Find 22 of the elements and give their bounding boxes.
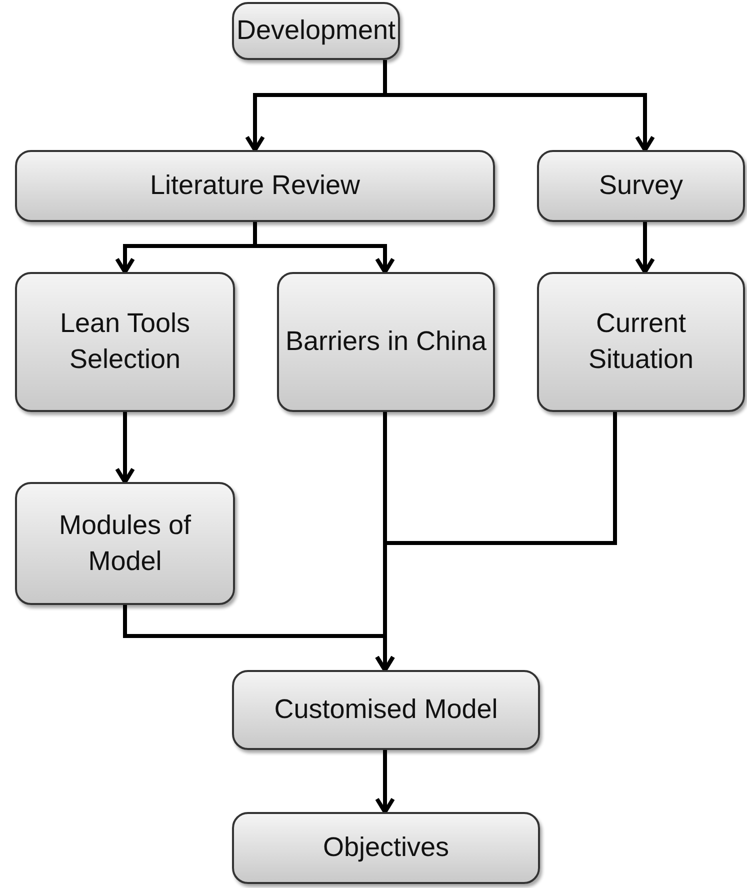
node-label: Objectives [322, 831, 450, 864]
node-label: Modules of Model [58, 508, 192, 578]
arrow [115, 412, 135, 484]
process-box [15, 482, 235, 605]
process-box [232, 670, 540, 750]
node-label: Lean Tools Selection [58, 307, 192, 376]
node-label: Development [235, 14, 397, 48]
arrow [375, 750, 395, 814]
process-box [15, 150, 495, 222]
arrow [635, 222, 655, 274]
node-label: Current Situation [587, 307, 695, 376]
process-box [537, 150, 745, 222]
node-label: Literature Review [148, 169, 362, 202]
process-box [15, 272, 235, 412]
process-box [537, 272, 745, 412]
node-label: Customised Model [273, 693, 499, 726]
arrow [375, 412, 617, 672]
node-label: Barriers in China [284, 325, 488, 358]
process-box [232, 2, 400, 60]
node-label: Survey [598, 169, 684, 202]
process-box [232, 812, 540, 884]
process-box [277, 272, 495, 412]
